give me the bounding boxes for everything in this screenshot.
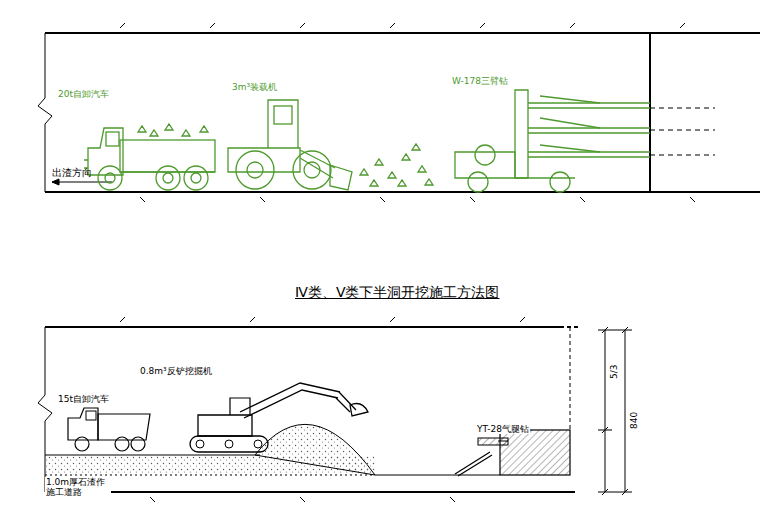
- equipment-label: 3m³装载机: [232, 82, 277, 92]
- equipment-label: W-178三臂钻: [452, 76, 508, 86]
- dimension-label: 840: [629, 411, 639, 430]
- road-note: 1.0m厚石渣作 施工道路: [45, 477, 111, 498]
- equipment-label: 0.8m³反铲挖掘机: [140, 366, 212, 376]
- equipment-label: 15t自卸汽车: [58, 394, 109, 404]
- equipment-label: YT-28气腿钻: [476, 424, 530, 434]
- equipment-label: 20t自卸汽车: [58, 89, 109, 99]
- direction-label: 出渣方向: [52, 167, 92, 179]
- dimension-label: 5/3: [609, 364, 619, 380]
- figure-title: Ⅳ类、Ⅴ类下半洞开挖施工方法图: [295, 284, 500, 300]
